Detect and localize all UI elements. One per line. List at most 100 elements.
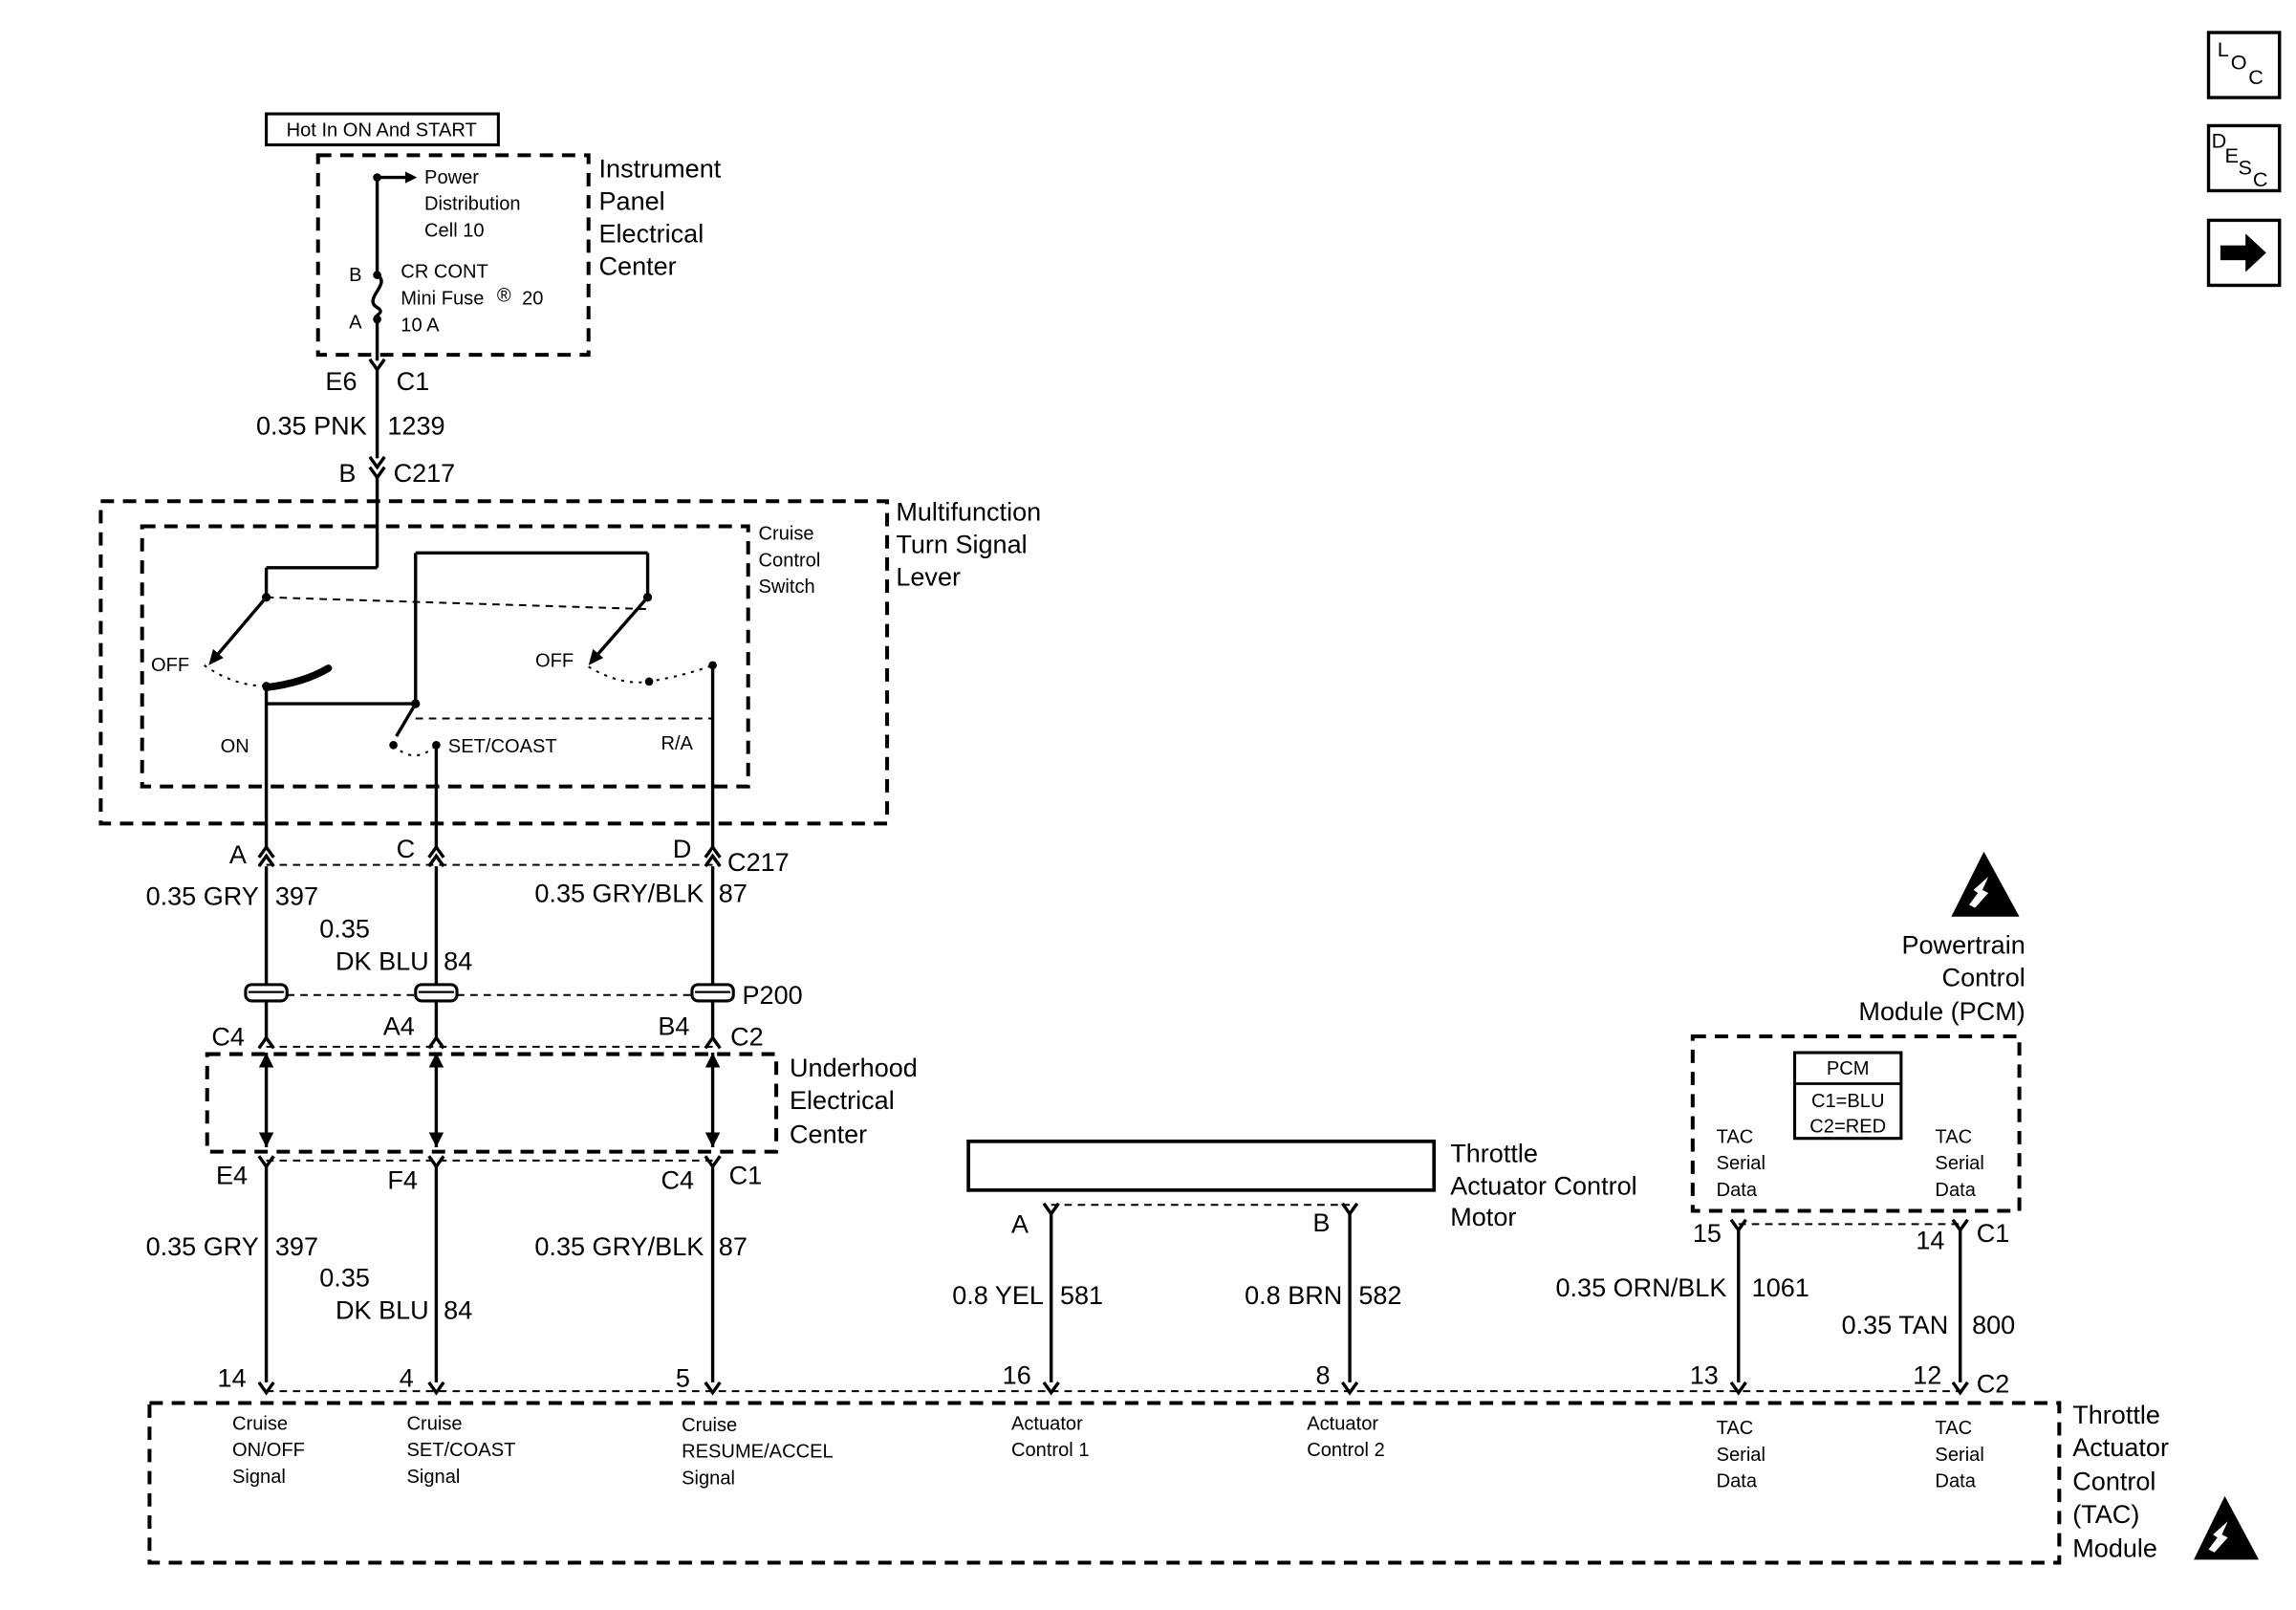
svg-text:Control: Control [1942, 963, 2025, 991]
svg-text:87: 87 [719, 879, 747, 907]
svg-text:Panel: Panel [599, 187, 665, 216]
svg-text:D: D [2212, 129, 2227, 153]
svg-text:SET/COAST: SET/COAST [406, 1440, 515, 1461]
svg-text:15: 15 [1693, 1219, 1722, 1248]
svg-text:Switch: Switch [759, 577, 815, 598]
svg-text:1061: 1061 [1752, 1273, 1809, 1302]
power-distribution-label: Power Distribution Cell 10 [424, 167, 521, 242]
svg-text:0.35: 0.35 [319, 1263, 370, 1292]
svg-text:0.35 TAN: 0.35 TAN [1842, 1311, 1949, 1339]
svg-text:C: C [2253, 167, 2268, 191]
svg-text:F4: F4 [387, 1165, 418, 1194]
svg-text:582: 582 [1358, 1281, 1401, 1310]
multifunction-title: Multifunction Turn Signal Lever [896, 497, 1041, 591]
svg-text:Serial: Serial [1717, 1153, 1765, 1174]
svg-text:C2: C2 [1977, 1370, 2010, 1399]
svg-text:Cruise: Cruise [682, 1415, 737, 1436]
svg-text:Control: Control [2072, 1468, 2155, 1496]
svg-text:(TAC): (TAC) [2072, 1500, 2139, 1529]
arrow-icon [404, 171, 418, 184]
svg-text:Turn Signal: Turn Signal [896, 530, 1027, 558]
c217-connector [257, 844, 722, 868]
svg-text:C2: C2 [730, 1022, 764, 1051]
tac-esd-icon [2194, 1495, 2260, 1560]
svg-text:Serial: Serial [1717, 1445, 1765, 1466]
svg-text:Control: Control [759, 550, 821, 571]
svg-text:Actuator: Actuator [1307, 1413, 1378, 1434]
svg-text:C4: C4 [211, 1022, 245, 1051]
ipec-box [315, 153, 591, 358]
svg-text:TAC: TAC [1717, 1126, 1754, 1147]
uhec-upper-connector [257, 1034, 722, 1050]
svg-text:397: 397 [275, 1232, 318, 1261]
svg-text:E4: E4 [216, 1162, 248, 1190]
tac-pin-label-8: Actuator Control 2 [1307, 1413, 1385, 1461]
svg-text:10 A: 10 A [401, 315, 440, 336]
uhec-lower-connector [257, 1155, 722, 1170]
svg-text:ON/OFF: ON/OFF [232, 1440, 305, 1461]
svg-text:Cruise: Cruise [232, 1413, 288, 1434]
svg-text:A: A [229, 840, 247, 869]
svg-text:0.8 BRN: 0.8 BRN [1245, 1281, 1342, 1310]
svg-text:Instrument: Instrument [599, 155, 722, 184]
svg-text:0.35 GRY: 0.35 GRY [146, 881, 259, 910]
next-page-button[interactable] [2206, 218, 2282, 288]
cruise-switch-box [140, 524, 750, 789]
svg-text:TAC: TAC [1717, 1418, 1754, 1439]
svg-text:B: B [349, 265, 361, 286]
svg-text:Data: Data [1717, 1471, 1758, 1492]
svg-text:DK BLU: DK BLU [336, 946, 429, 975]
svg-text:O: O [2231, 51, 2247, 75]
tac-pin-label-16: Actuator Control 1 [1011, 1413, 1090, 1461]
svg-text:Throttle: Throttle [2072, 1401, 2160, 1429]
svg-text:14: 14 [218, 1363, 247, 1392]
svg-text:D: D [673, 835, 692, 863]
svg-text:Center: Center [790, 1120, 867, 1148]
svg-text:TAC: TAC [1935, 1126, 1972, 1147]
tac-c2-connector [257, 1381, 1969, 1396]
svg-text:OFF: OFF [151, 655, 189, 676]
svg-text:0.35 ORN/BLK: 0.35 ORN/BLK [1555, 1273, 1726, 1302]
svg-text:13: 13 [1690, 1360, 1719, 1389]
svg-text:Mini Fuse: Mini Fuse [401, 289, 484, 310]
svg-text:C4: C4 [661, 1165, 694, 1194]
svg-text:B: B [1312, 1208, 1330, 1237]
pcm-right-pin-label: TAC Serial Data [1935, 1126, 1983, 1201]
svg-text:L: L [2218, 37, 2229, 61]
svg-text:Cruise: Cruise [406, 1413, 462, 1434]
svg-text:Data: Data [1935, 1471, 1976, 1492]
svg-text:84: 84 [444, 1295, 472, 1324]
svg-text:S: S [2238, 155, 2251, 179]
svg-text:®: ® [497, 285, 511, 306]
fuse-icon [371, 273, 383, 321]
svg-text:Actuator: Actuator [1011, 1413, 1083, 1434]
svg-text:CR CONT: CR CONT [401, 262, 488, 283]
desc-button[interactable]: D E S C [2206, 123, 2282, 193]
tac-module-box [147, 1401, 2062, 1565]
pnk-wire-color: 0.35 PNK [256, 412, 367, 441]
svg-text:84: 84 [444, 946, 472, 975]
p200-splice-pack [244, 983, 735, 1003]
svg-text:C: C [2248, 65, 2264, 89]
svg-text:Signal: Signal [232, 1467, 286, 1488]
svg-text:Module: Module [2072, 1534, 2157, 1562]
svg-text:0.35 GRY: 0.35 GRY [146, 1232, 259, 1261]
pcm-box [1690, 1033, 2022, 1213]
svg-text:Module (PCM): Module (PCM) [1858, 997, 2025, 1026]
svg-text:Serial: Serial [1935, 1153, 1983, 1174]
tac-pin-label-13: TAC Serial Data [1717, 1418, 1765, 1492]
svg-text:Powertrain: Powertrain [1901, 930, 2025, 959]
svg-text:87: 87 [719, 1232, 747, 1261]
svg-text:Throttle: Throttle [1450, 1139, 1538, 1167]
svg-text:A: A [349, 312, 362, 333]
svg-text:RESUME/ACCEL: RESUME/ACCEL [682, 1442, 834, 1463]
right-arrow-icon [2220, 233, 2266, 272]
svg-text:Multifunction: Multifunction [896, 497, 1041, 526]
hot-in-label: Hot In ON And START [287, 120, 477, 141]
throttle-motor-title: Throttle Actuator Control Motor [1450, 1139, 1636, 1230]
svg-text:Signal: Signal [682, 1469, 735, 1490]
svg-text:C1: C1 [1977, 1219, 2010, 1248]
svg-text:20: 20 [522, 289, 543, 310]
svg-text:E: E [2225, 143, 2239, 167]
loc-button[interactable]: L O C [2206, 31, 2282, 99]
